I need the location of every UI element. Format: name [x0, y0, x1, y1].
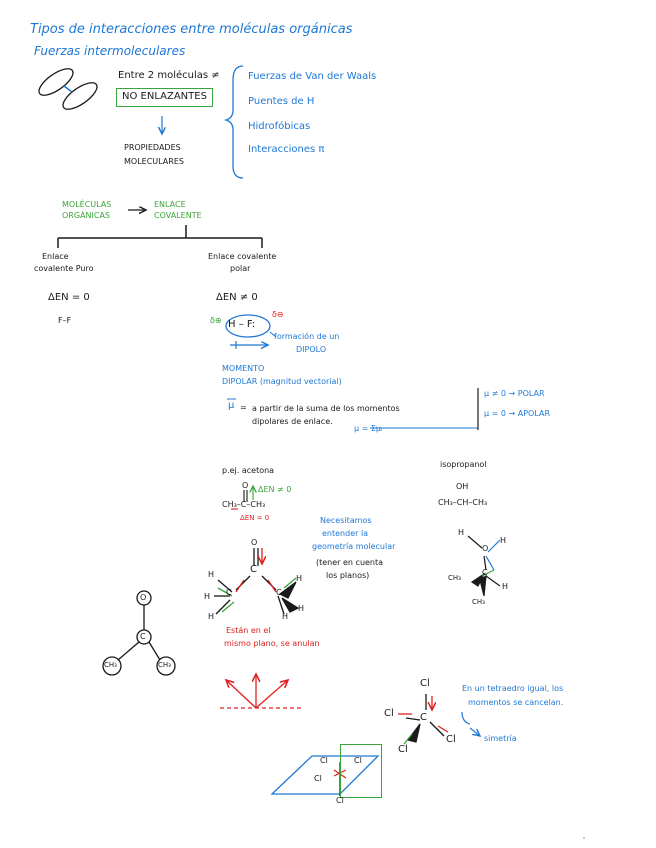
covalent-bond-2: COVALENTE: [154, 211, 202, 220]
circled-c: C: [140, 632, 146, 641]
vector-cancel-diagram: [220, 674, 304, 709]
same-plane-note-1: Están en el: [226, 626, 271, 635]
plane-cl-2: Cl: [354, 756, 362, 765]
acetone-label: p.ej. acetona: [222, 466, 275, 475]
plane-cl-3: Cl: [314, 774, 322, 783]
acetone3d-h1: H: [208, 570, 215, 579]
non-bonding-box: [116, 88, 213, 107]
between-molecules-text: Entre 2 moléculas ≠: [118, 70, 220, 81]
circled-ch3-left: CH₃: [104, 661, 117, 669]
two-molecules-sketch: [38, 68, 98, 110]
tetra-cl-left: Cl: [384, 708, 394, 719]
same-plane-note-2: mismo plano, se anulan: [224, 639, 320, 648]
pure-bond-2: covalente Puro: [34, 264, 94, 273]
acetone3d-c: C: [250, 564, 257, 575]
polar-rule: μ ≠ 0 → POLAR: [484, 389, 545, 398]
tetra-note-1: En un tetraedro igual, los: [462, 684, 564, 693]
geometry-note-4: (tener en cuenta: [316, 558, 384, 567]
plane-cl-4: Cl: [336, 796, 344, 805]
tetra-note-2: momentos se cancelan.: [468, 698, 564, 707]
den-zero: ΔEN = 0: [48, 292, 90, 303]
iso3d-o: O: [482, 544, 489, 553]
properties-line2: MOLECULARES: [124, 157, 184, 166]
geometry-note-2: entender la: [322, 529, 369, 538]
organic-molecules-1: MOLÉCULAS: [62, 200, 112, 209]
moment-label-1: MOMENTO: [222, 364, 265, 373]
iso3d-h-right: H: [502, 582, 509, 591]
organic-molecules-2: ORGÁNICAS: [62, 211, 111, 220]
circled-ch3-right: CH₃: [158, 661, 171, 669]
acetone-oxygen: O: [242, 481, 249, 490]
tetra-cl-right: Cl: [446, 734, 456, 745]
apolar-rule: μ = 0 → APOLAR: [484, 409, 551, 418]
acetone3d-c-right: C: [276, 588, 282, 597]
geometry-note-1: Necesitamos: [320, 516, 372, 525]
circled-skeleton: [102, 590, 176, 676]
green-focus-box: [340, 744, 382, 798]
moment-label-2: DIPOLAR (magnitud vectorial): [222, 377, 342, 386]
acetone3d-h2: H: [204, 592, 211, 601]
acetone3d-h3: H: [208, 612, 215, 621]
moment-formula: μ = Σμᵢ: [354, 424, 383, 433]
delta-minus: δ⊖: [272, 310, 284, 319]
moment-desc-2: dipolares de enlace.: [252, 417, 333, 426]
force-pi: Interacciones π: [248, 144, 325, 155]
isopropanol-formula: CH₃–CH–CH₃: [438, 498, 488, 507]
tetra-cl-bottom: Cl: [398, 744, 408, 755]
moment-desc-1: a partir de la suma de los momentos: [252, 404, 400, 413]
acetone-den-zero: ΔEN = 0: [240, 514, 270, 522]
properties-line1: PROPIEDADES: [124, 143, 181, 152]
geometry-note-5: los planos): [326, 571, 370, 580]
page-title: Tipos de interacciones entre moléculas o…: [30, 22, 353, 37]
dipole-formation-1: formación de un: [274, 332, 340, 341]
delta-plus: δ⊕: [210, 316, 222, 325]
non-bonding-text: NO ENLAZANTES: [122, 91, 207, 102]
force-hydrophobic: Hidrofóbicas: [248, 121, 311, 132]
iso3d-h: H: [458, 528, 465, 537]
force-van-der-waals: Fuerzas de Van der Waals: [248, 71, 377, 82]
iso3d-ch3-bottom: CH₃: [472, 598, 485, 606]
acetone-formula: CH₃–C–CH₃: [222, 500, 266, 509]
mu-eq: =: [240, 403, 247, 412]
ff-molecule: F–F: [58, 316, 72, 325]
isopropanol-sketch: [467, 535, 501, 597]
force-hydrogen-bond: Puentes de H: [248, 96, 315, 107]
covalent-bond-1: ENLACE: [154, 200, 186, 209]
symmetry-label: simetría: [484, 734, 517, 743]
tetrahedral-sketch: [398, 694, 449, 745]
acetone3d-h4: H: [296, 574, 303, 583]
acetone3d-h6: H: [282, 612, 289, 621]
circled-o: O: [140, 593, 147, 602]
acetone-den-pos: ΔEN ≠ 0: [258, 485, 292, 494]
acetone3d-c-left: C: [226, 588, 232, 597]
bond-tree-lines: [57, 225, 263, 248]
isopropanol-label: isopropanol: [440, 460, 487, 469]
hf-molecule: H – F:: [228, 319, 256, 330]
geometry-note-3: geometría molecular: [312, 542, 396, 551]
polar-bond-1: Enlace covalente: [208, 252, 277, 261]
iso3d-h-top: H: [500, 536, 507, 545]
pure-bond-1: Enlace: [42, 252, 69, 261]
acetone-sketch: [231, 486, 253, 510]
iso3d-ch3-left: CH₃: [448, 574, 461, 582]
dipole-formation-2: DIPOLO: [296, 345, 327, 354]
acetone3d-o: O: [251, 538, 258, 547]
isopropanol-oh: OH: [456, 482, 469, 491]
den-nonzero: ΔEN ≠ 0: [216, 292, 258, 303]
mu-symbol: μ: [228, 400, 235, 411]
acetone-3d-sketch: [214, 548, 300, 615]
tetra-cl-top: Cl: [420, 678, 430, 689]
page-subtitle: Fuerzas intermoleculares: [34, 44, 186, 58]
plane-cl-1: Cl: [320, 756, 328, 765]
acetone3d-h5: H: [298, 604, 305, 613]
polar-bond-2: polar: [230, 264, 251, 273]
tetra-c: C: [420, 712, 427, 723]
iso3d-c: C: [482, 568, 488, 577]
